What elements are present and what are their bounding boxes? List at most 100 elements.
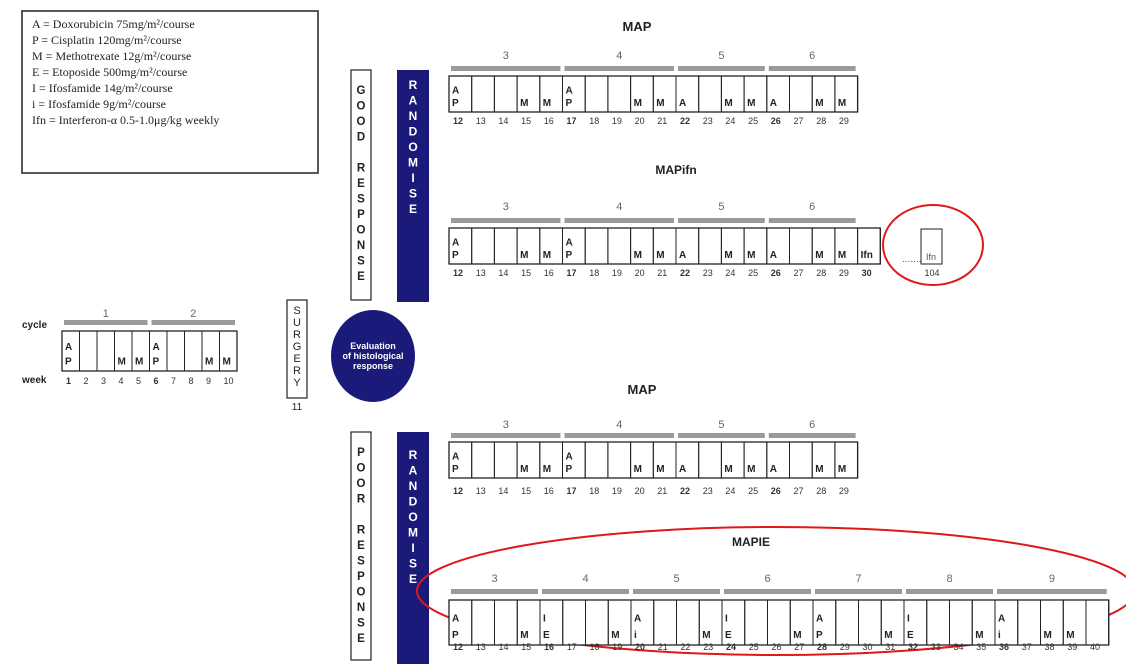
drug-label-bottom: P xyxy=(566,464,573,475)
week-number: 25 xyxy=(748,486,758,496)
week-number: 19 xyxy=(612,116,622,126)
drug-label-bottom: M xyxy=(884,630,892,641)
drug-label-top: A xyxy=(452,614,459,625)
drug-label-top: I xyxy=(725,614,728,625)
week-number: 28 xyxy=(816,116,826,126)
drug-label-bottom: P xyxy=(65,357,72,368)
week-number: 24 xyxy=(725,268,735,278)
cell-box xyxy=(1085,599,1110,646)
week-number: 23 xyxy=(703,486,713,496)
drug-label-bottom: A xyxy=(770,464,777,475)
drug-label-top: I xyxy=(543,614,546,625)
drug-label-bottom: M xyxy=(838,464,846,475)
week-number: 17 xyxy=(567,642,577,652)
mapie-highlight-ring xyxy=(416,526,1126,656)
week-number: 31 xyxy=(885,642,895,652)
week-number: 27 xyxy=(794,486,804,496)
week-number: 18 xyxy=(589,486,599,496)
week-cell: M xyxy=(834,441,859,479)
week-number: 20 xyxy=(635,486,645,496)
week-number: 26 xyxy=(771,116,781,126)
drug-label-bottom: M xyxy=(656,98,664,109)
week-number: 12 xyxy=(453,116,463,126)
week-number: 10 xyxy=(224,376,234,386)
week-number: 2 xyxy=(84,376,89,386)
week-number: 35 xyxy=(976,642,986,652)
week-number: 9 xyxy=(206,376,211,386)
week-number: 24 xyxy=(726,642,736,652)
cycle-number: 3 xyxy=(503,419,509,431)
cycle-bar xyxy=(768,66,856,71)
drug-label-top: A xyxy=(65,342,72,353)
cycle-number: 6 xyxy=(809,201,815,213)
legend-line-interferon: Ifn = Interferon-α 0.5-1.0μg/kg weekly xyxy=(32,113,219,127)
cycle-bar xyxy=(633,589,720,594)
week-number: 21 xyxy=(657,268,667,278)
cycle-bar xyxy=(768,218,856,223)
drug-label-bottom: E xyxy=(907,630,914,641)
cycle-bar xyxy=(451,433,561,438)
week-number: 1 xyxy=(66,376,71,386)
drug-label-bottom: E xyxy=(725,630,732,641)
week-number: 14 xyxy=(499,642,509,652)
week-number: 17 xyxy=(567,268,577,278)
drug-label-bottom: M xyxy=(975,630,983,641)
legend-line-ifosfamide-low: i = Ifosfamide 9g/m²/course xyxy=(32,97,166,111)
randomise-bar-good xyxy=(397,70,429,302)
drug-label-bottom: M xyxy=(747,464,755,475)
week-number: 18 xyxy=(590,642,600,652)
drug-label-bottom: M xyxy=(520,464,528,475)
cycle-number: 3 xyxy=(503,50,509,62)
week-number: 20 xyxy=(635,116,645,126)
drug-label-bottom: M xyxy=(838,250,846,261)
drug-label-bottom: M xyxy=(815,98,823,109)
week-number: 21 xyxy=(657,116,667,126)
week-number: 21 xyxy=(658,642,668,652)
week-number: 16 xyxy=(544,642,554,652)
week-number: 39 xyxy=(1067,642,1077,652)
week-number: 18 xyxy=(589,116,599,126)
drug-label-top: A xyxy=(566,85,573,96)
cycle-number: 7 xyxy=(855,573,861,585)
week-cell: M xyxy=(834,75,859,113)
week-number: 37 xyxy=(1022,642,1032,652)
week-number: 23 xyxy=(703,116,713,126)
week-number: 16 xyxy=(544,486,554,496)
drug-label-bottom: M xyxy=(702,630,710,641)
cycle-number: 4 xyxy=(616,50,622,62)
cycle-bar xyxy=(564,66,674,71)
cycle-number: 5 xyxy=(718,50,724,62)
arm-title-map-good: MAP xyxy=(623,19,652,34)
drug-label-bottom: M xyxy=(543,250,551,261)
week-number: 4 xyxy=(119,376,124,386)
randomise-bar-poor xyxy=(397,432,429,664)
legend-line-methotrexate: M = Methotrexate 12g/m²/course xyxy=(32,49,191,63)
ifn-final-label: Ifn xyxy=(926,252,936,262)
drug-label-bottom: M xyxy=(1066,630,1074,641)
drug-label-bottom: M xyxy=(543,98,551,109)
drug-label-bottom: A xyxy=(770,250,777,261)
cycle-number: 2 xyxy=(190,308,196,320)
week-number: 12 xyxy=(453,642,463,652)
week-number: 25 xyxy=(749,642,759,652)
week-number: 27 xyxy=(794,116,804,126)
cycle-number: 1 xyxy=(103,308,109,320)
week-number: 25 xyxy=(748,116,758,126)
surgery-week: 11 xyxy=(292,402,303,413)
cycle-bar xyxy=(724,589,811,594)
surgery-box xyxy=(286,299,308,399)
legend-box xyxy=(21,10,319,174)
legend-line-ifosfamide-high: I = Ifosfamide 14g/m²/course xyxy=(32,81,173,95)
drug-label-bottom: M xyxy=(656,464,664,475)
week-number: 8 xyxy=(189,376,194,386)
week-number: 22 xyxy=(680,116,690,126)
cycle-label: cycle xyxy=(22,320,47,331)
drug-label-bottom: M xyxy=(656,250,664,261)
